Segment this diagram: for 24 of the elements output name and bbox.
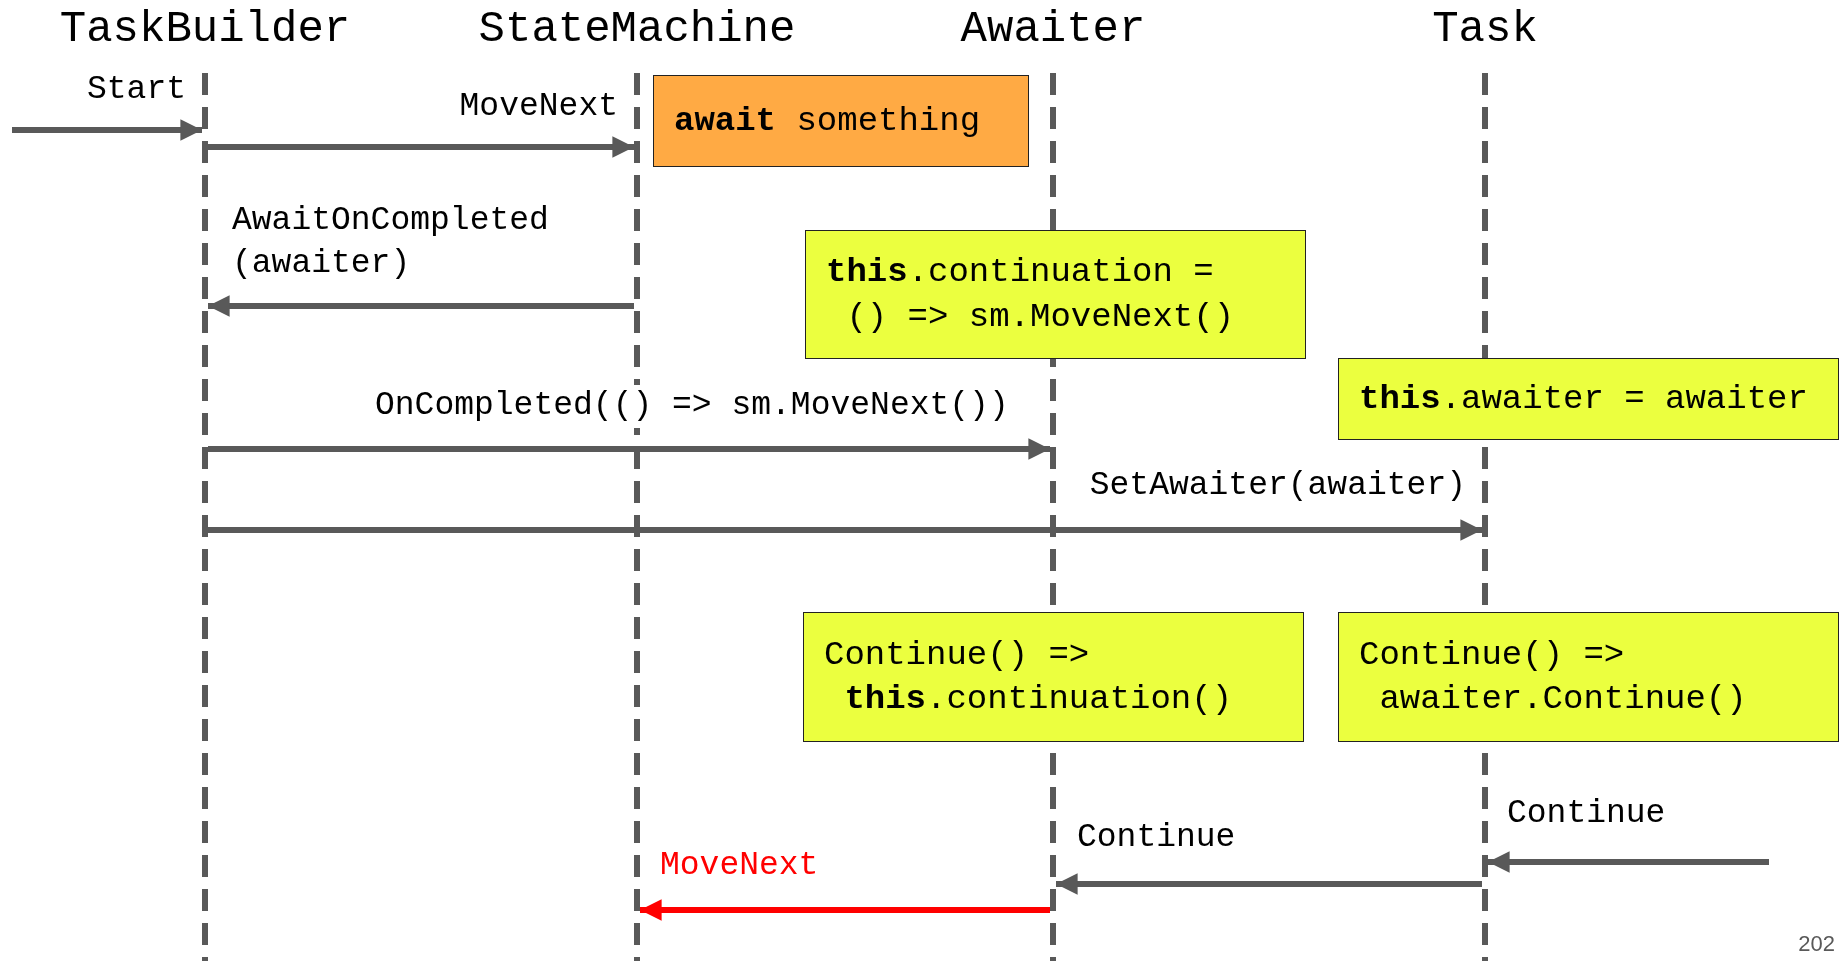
- note-box: [653, 75, 1029, 167]
- note-box: [1338, 612, 1839, 742]
- note-box: [805, 230, 1306, 359]
- message-arrow: [1056, 873, 1482, 895]
- message-arrow: [208, 295, 634, 317]
- message-arrow: [208, 519, 1482, 541]
- lifeline-header: Awaiter: [960, 3, 1146, 56]
- lifeline: [202, 73, 208, 961]
- message-arrow: [208, 136, 634, 158]
- message-arrow: [12, 119, 202, 141]
- note-text: this.awaiter = awaiter: [1359, 378, 1808, 420]
- lifeline-header: Task: [1432, 3, 1538, 56]
- note-text: Continue() => awaiter.Continue(): [1359, 634, 1748, 720]
- note-text: await something: [674, 100, 981, 142]
- note-box: [1338, 358, 1839, 440]
- message-arrow: [208, 438, 1050, 460]
- note-box: [803, 612, 1304, 742]
- message-arrow: [640, 899, 1050, 921]
- message-arrow: [1488, 851, 1769, 873]
- lifeline-header: TaskBuilder: [59, 3, 351, 56]
- note-text: this.continuation = () => sm.MoveNext(): [826, 252, 1236, 338]
- lifeline-header: StateMachine: [478, 3, 796, 56]
- page-number: 202: [1798, 931, 1835, 957]
- note-text: Continue() => this.continuation(): [824, 634, 1234, 720]
